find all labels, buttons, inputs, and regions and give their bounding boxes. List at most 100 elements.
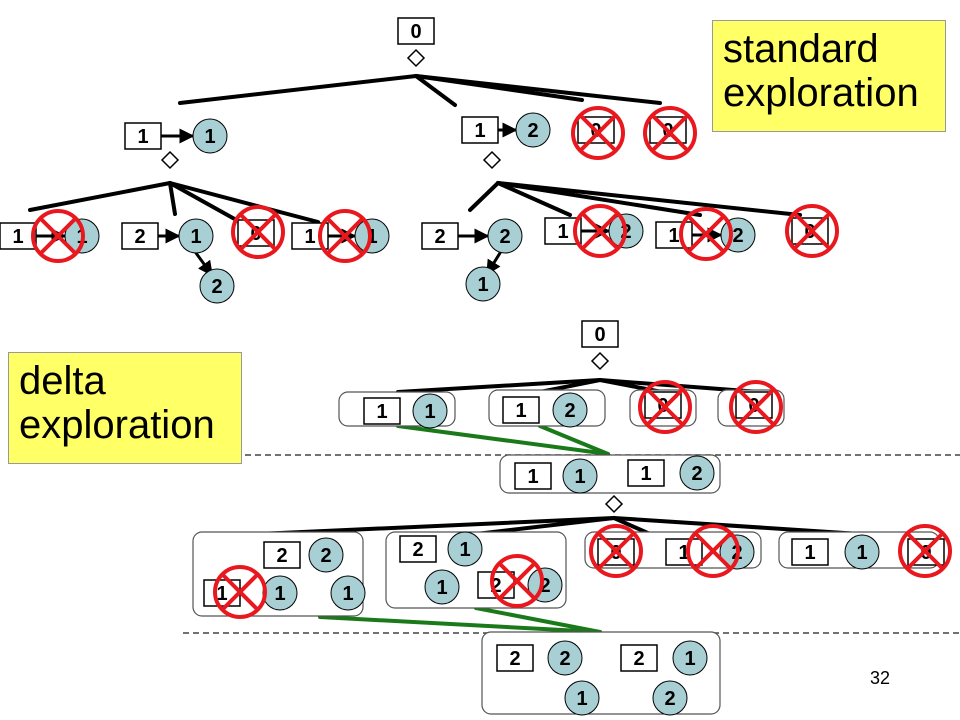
tree-node-label: 2 (320, 545, 331, 567)
cross-circle (729, 380, 783, 434)
tree-node-label: 1 (274, 583, 285, 605)
tree-node-circle (564, 680, 600, 716)
cross-circle (573, 204, 627, 258)
cross-circle (571, 106, 625, 160)
state-box: 1 (514, 462, 552, 490)
edge (612, 516, 862, 536)
tree-node-label: 1 (574, 466, 585, 488)
state-box-frame (581, 320, 619, 348)
state-box: 1 (502, 396, 540, 424)
state-box-label: 0 (410, 21, 421, 43)
cross-icon (571, 106, 625, 160)
tree-node-label: 1 (436, 577, 447, 599)
cross-circle (490, 554, 544, 608)
edge (468, 181, 500, 212)
diamond-icon (160, 150, 180, 170)
merge-edge (474, 606, 602, 634)
state-box-frame (0, 222, 37, 250)
tree-node-label: 1 (204, 126, 215, 148)
state-box: 2 (263, 541, 301, 569)
state-box-label: 1 (474, 120, 485, 142)
state-box-label: 0 (594, 324, 605, 346)
standard-exploration-label: standard exploration (712, 20, 946, 132)
cross-stroke (578, 113, 618, 153)
tree-node: 1 (844, 534, 880, 570)
cross-icon (589, 524, 643, 578)
page-number: 32 (870, 668, 891, 688)
state-box: 2 (399, 535, 437, 563)
tree-node: 1 (412, 393, 448, 429)
cross-stroke (645, 387, 685, 427)
state-box-frame (791, 538, 829, 566)
tree-node: 1 (562, 458, 598, 494)
edge (178, 74, 418, 105)
cross-stroke (220, 572, 260, 612)
cross-icon (679, 207, 733, 261)
tree-node-label: 2 (732, 225, 743, 247)
cross-circle (589, 524, 643, 578)
edge (496, 181, 572, 217)
cross-icon (318, 209, 372, 263)
state-box-label: 1 (376, 401, 387, 423)
cross-circle (643, 106, 697, 160)
cross-stroke (38, 216, 78, 256)
merge-edge (318, 615, 602, 634)
tree-node-circle (844, 534, 880, 570)
cross-icon (643, 106, 697, 160)
tree-node-label: 1 (684, 648, 695, 670)
cross-icon (573, 204, 627, 258)
cross-circle (213, 565, 267, 619)
cross-circle (231, 205, 285, 259)
cross-icon (898, 524, 952, 578)
tree-node-label: 2 (527, 120, 538, 142)
tree-node-label: 2 (211, 276, 222, 298)
tree-node-circle (552, 392, 588, 428)
tree-node-circle (547, 640, 583, 676)
tree-node: 2 (547, 640, 583, 676)
tree-node-label: 2 (691, 463, 702, 485)
tree-node-circle (679, 455, 715, 491)
diamond-icon (604, 494, 624, 514)
tree-node-circle (308, 537, 344, 573)
state-box: 1 (363, 397, 401, 425)
state-box-frame (399, 535, 437, 563)
group-frame (499, 454, 721, 494)
state-box: 1 (203, 579, 241, 607)
tree-node: 1 (672, 640, 708, 676)
tree-node: 2 (487, 218, 523, 254)
delta-exploration-label: delta exploration (8, 352, 242, 464)
tree-node: 1 (424, 569, 460, 605)
edge (474, 516, 616, 536)
state-box-frame (421, 222, 459, 250)
state-box-label: 1 (12, 226, 23, 248)
merge-edge (396, 424, 610, 456)
tree-node: 1 (564, 680, 600, 716)
state-box-frame (665, 538, 703, 566)
cross-circle (318, 209, 372, 263)
state-box-frame (496, 644, 534, 672)
cross-icon (213, 565, 267, 619)
cross-stroke (238, 212, 278, 252)
tree-node: 2 (552, 392, 588, 428)
state-box-label: 1 (304, 226, 315, 248)
tree-node-label: 1 (576, 688, 587, 710)
state-box-label: 2 (412, 539, 423, 561)
state-box: 1 (0, 222, 37, 250)
state-box: 2 (496, 644, 534, 672)
tree-node-label: 2 (499, 226, 510, 248)
tree-node-label: 2 (564, 400, 575, 422)
edge (168, 181, 242, 224)
state-box: 0 (581, 320, 619, 348)
tree-node-circle (465, 266, 501, 302)
cross-icon (785, 204, 839, 258)
tree-node-circle (412, 393, 448, 429)
cross-circle (686, 524, 740, 578)
tree-node-label: 1 (342, 583, 353, 605)
state-box-label: 1 (515, 400, 526, 422)
tree-node-circle (672, 640, 708, 676)
cross-stroke (325, 216, 365, 256)
tree-node-label: 1 (477, 274, 488, 296)
state-box-label: 1 (137, 126, 148, 148)
